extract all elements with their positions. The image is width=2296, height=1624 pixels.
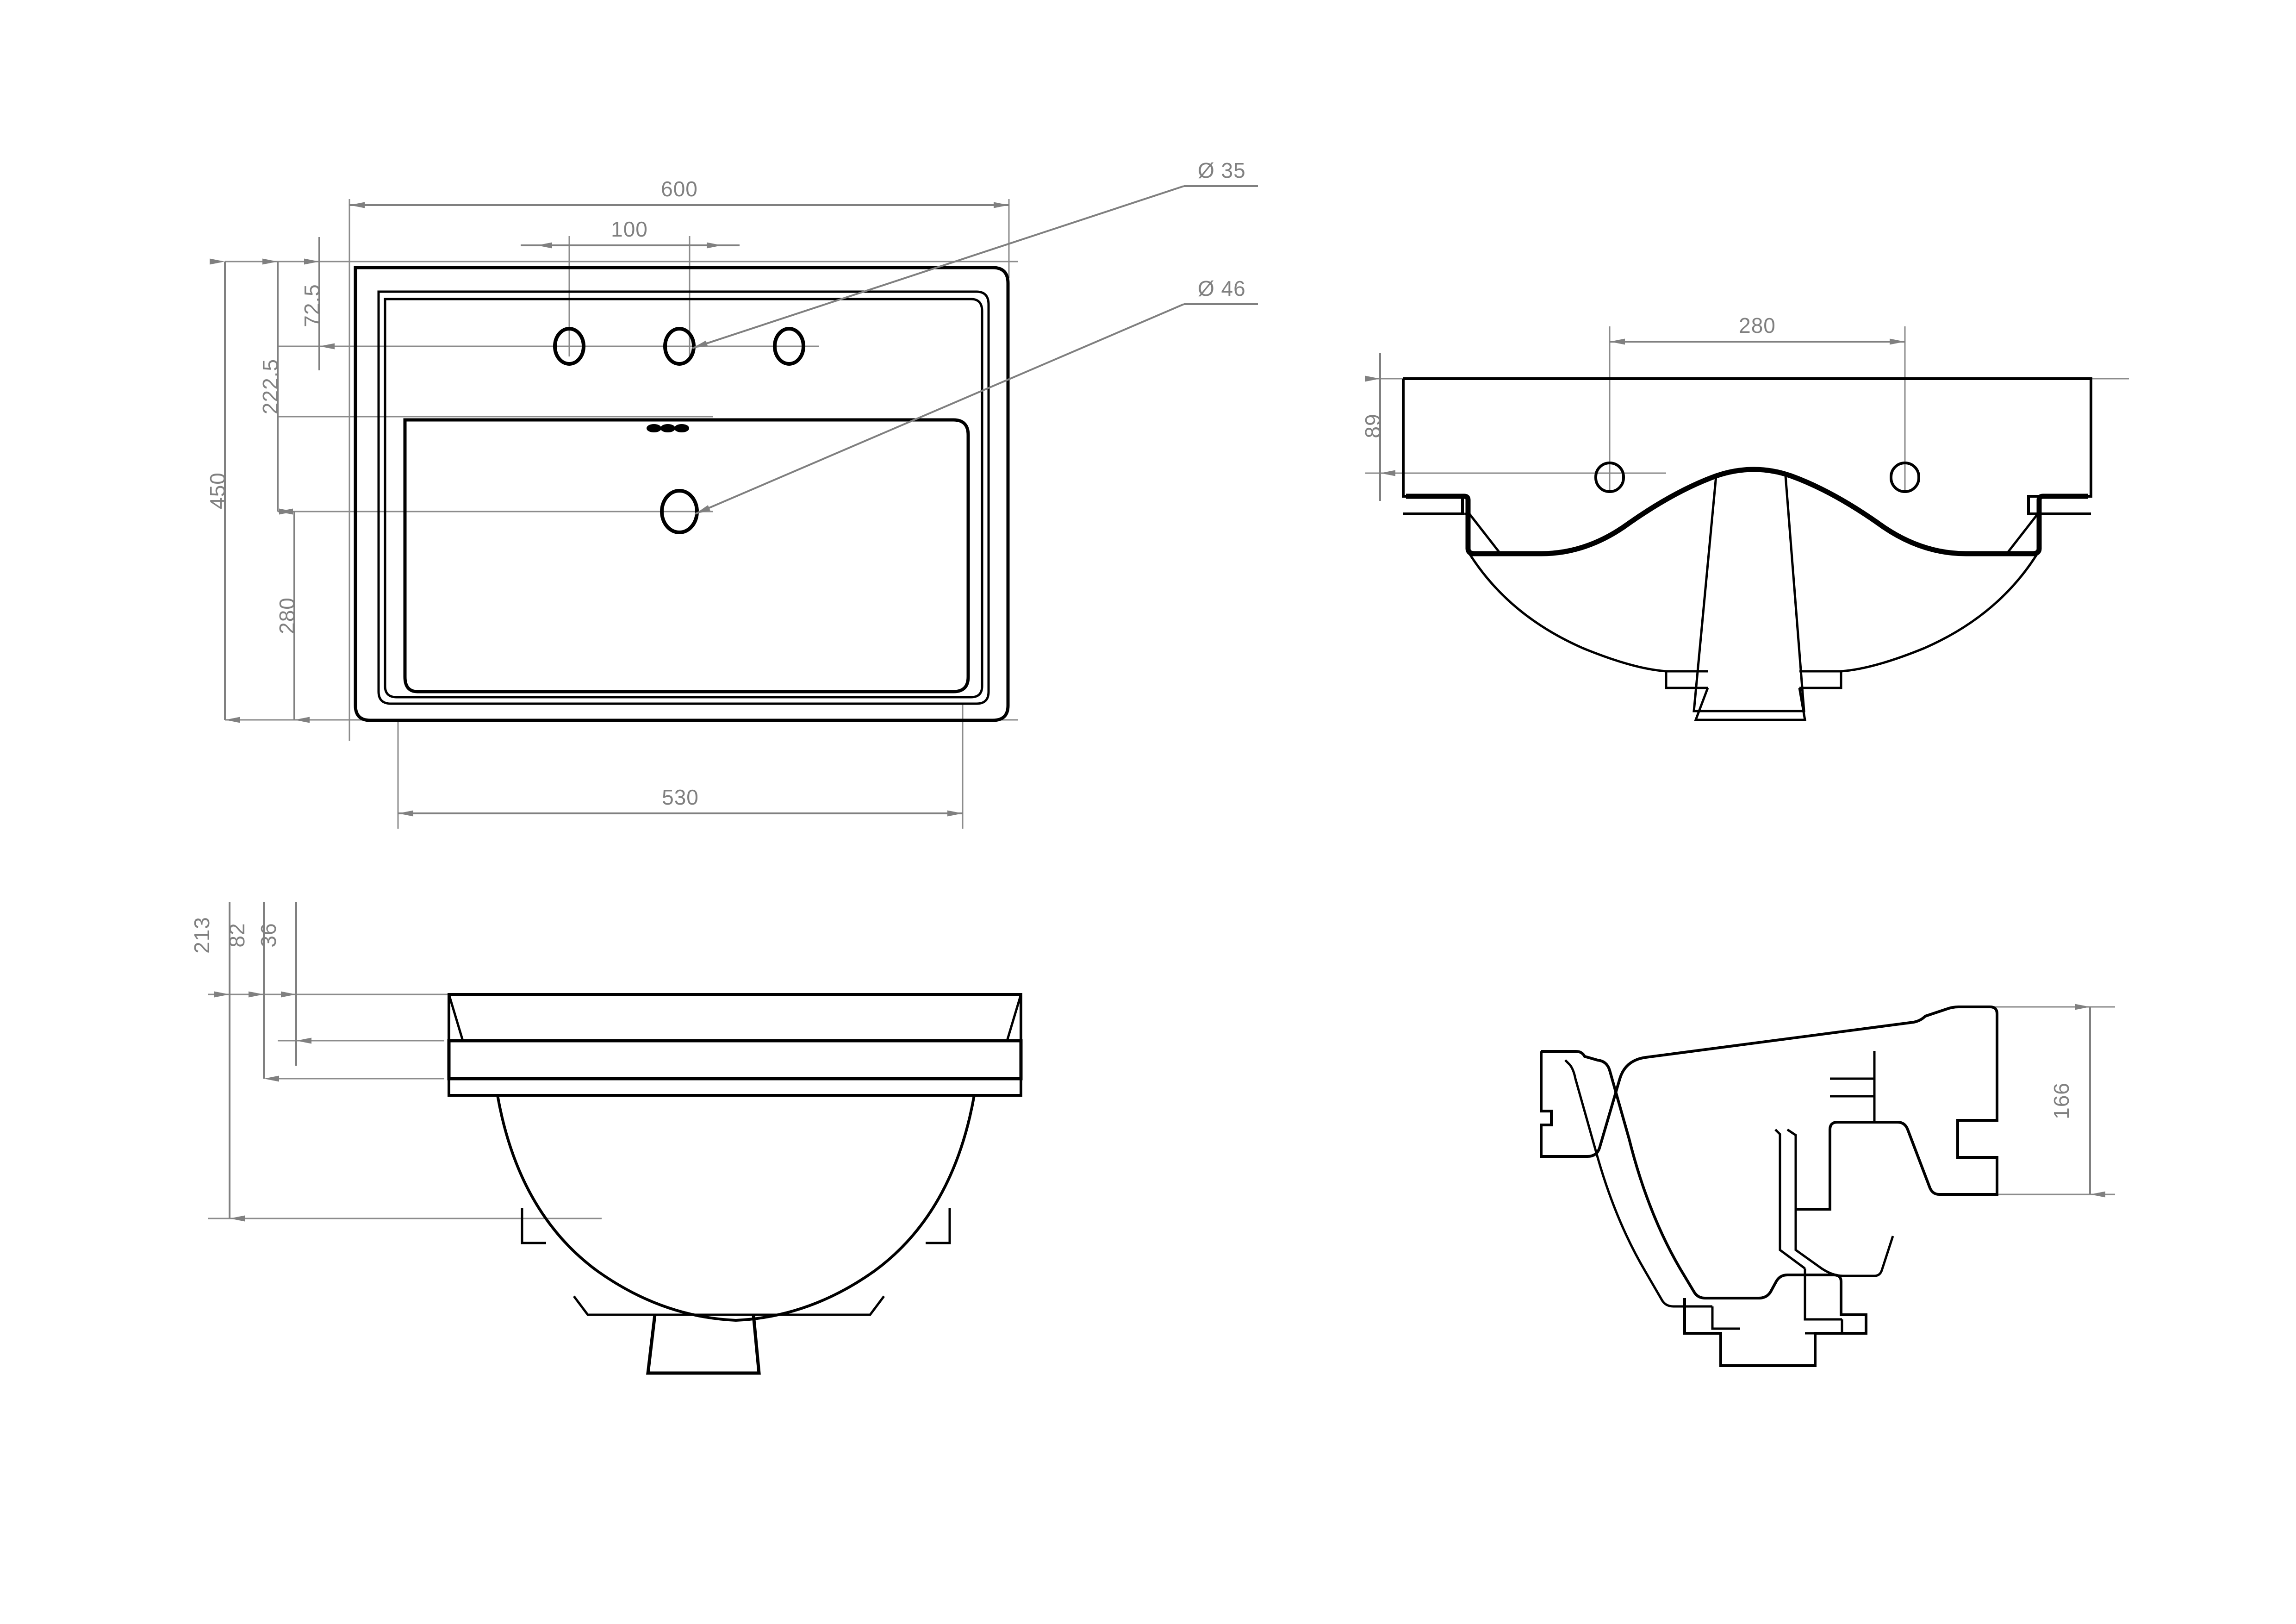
side-section-drain-collar <box>1804 1268 1843 1335</box>
dimension-222-5: 222.5 <box>258 258 293 515</box>
overflow-slot-2 <box>660 424 675 432</box>
side-section-support-rib <box>1774 1128 1894 1277</box>
elevation-bowl-curve <box>496 1095 976 1322</box>
front-section-view: 280 89 <box>1361 313 2129 721</box>
section-base-shoulder <box>1665 671 1842 689</box>
dimension-82: 82 <box>225 902 279 1082</box>
dimension-530-label: 530 <box>662 785 699 809</box>
bowl-rim <box>403 418 970 693</box>
section-extension-lines <box>1365 326 2129 491</box>
section-drain-stem <box>1692 475 1805 712</box>
dimension-280-plan-label: 280 <box>275 597 299 634</box>
plan-extension-lines <box>225 199 1018 829</box>
elevation-drain-stem <box>646 1314 761 1375</box>
dimension-222-5-label: 222.5 <box>258 359 282 414</box>
dimension-280-plan: 280 <box>275 508 310 723</box>
side-section-bowl-inner <box>1564 1059 1740 1330</box>
dimension-280-section-label: 280 <box>1739 313 1776 337</box>
elevation-bowl-base <box>573 1295 885 1316</box>
elevation-rim-band <box>448 993 1022 1042</box>
dimension-36-label: 36 <box>256 923 280 947</box>
dimension-450-label: 450 <box>205 472 230 509</box>
elevation-bowl-notch <box>521 1208 951 1244</box>
side-section-outer-profile <box>1540 1006 1998 1211</box>
dimension-166-label: 166 <box>2049 1082 2073 1119</box>
dimension-72-5-label: 72.5 <box>300 284 324 327</box>
elevation-apron-band <box>447 1039 1023 1081</box>
callout-diameter-35: Ø 35 <box>692 158 1258 349</box>
callout-diameter-46: Ø 46 <box>695 276 1258 515</box>
basin-deck-line-outer <box>377 290 990 705</box>
dimension-100-label: 100 <box>611 217 648 241</box>
side-section-rear-ledge <box>1830 1051 1876 1122</box>
overflow-slot-3 <box>674 424 689 432</box>
dimension-600: 600 <box>349 177 1009 208</box>
basin-deck-line-inner <box>384 298 983 699</box>
basin-outer-edge <box>354 266 1010 722</box>
dimension-600-label: 600 <box>661 177 698 201</box>
tap-hole-right <box>773 327 805 366</box>
dimension-36: 36 <box>256 902 311 1066</box>
elevation-extension-lines <box>208 993 602 1219</box>
dimension-280-section: 280 <box>1610 313 1905 345</box>
section-drain-foot <box>1694 687 1806 721</box>
dimension-530: 530 <box>398 785 963 817</box>
section-bowl-contour <box>1406 467 2088 556</box>
dimension-89: 89 <box>1361 353 1395 501</box>
dimension-89-label: 89 <box>1361 413 1385 438</box>
dimension-72-5: 72.5 <box>300 237 335 370</box>
elevation-rim-taper <box>448 994 1022 1041</box>
dimension-213: 213 <box>190 902 245 1222</box>
section-tap-hole-right <box>1890 462 1920 493</box>
overflow-slot-1 <box>647 424 661 432</box>
dimension-166: 166 <box>2049 1004 2105 1198</box>
dimension-450: 450 <box>205 258 240 723</box>
section-tap-hole-left <box>1594 462 1625 493</box>
plan-view: 600 100 450 222.5 72.5 280 <box>205 158 1258 829</box>
elevation-lower-lip <box>448 1077 1022 1097</box>
front-elevation-view: 213 82 36 <box>190 902 1023 1375</box>
tap-hole-left <box>553 327 585 366</box>
side-section-view: 166 <box>1540 1004 2115 1367</box>
section-deck-outline-left <box>1402 379 1464 515</box>
section-bowl-inner-wall <box>1464 512 2039 673</box>
dimension-213-label: 213 <box>190 917 214 954</box>
dimension-82-label: 82 <box>225 923 249 947</box>
callout-diameter-46-label: Ø 46 <box>1198 276 1246 300</box>
section-bowl-inner-wall-right <box>2006 512 2041 555</box>
dimension-100: 100 <box>521 217 740 249</box>
callout-diameter-35-label: Ø 35 <box>1198 158 1246 182</box>
section-deck-outline-right <box>1403 377 2092 515</box>
